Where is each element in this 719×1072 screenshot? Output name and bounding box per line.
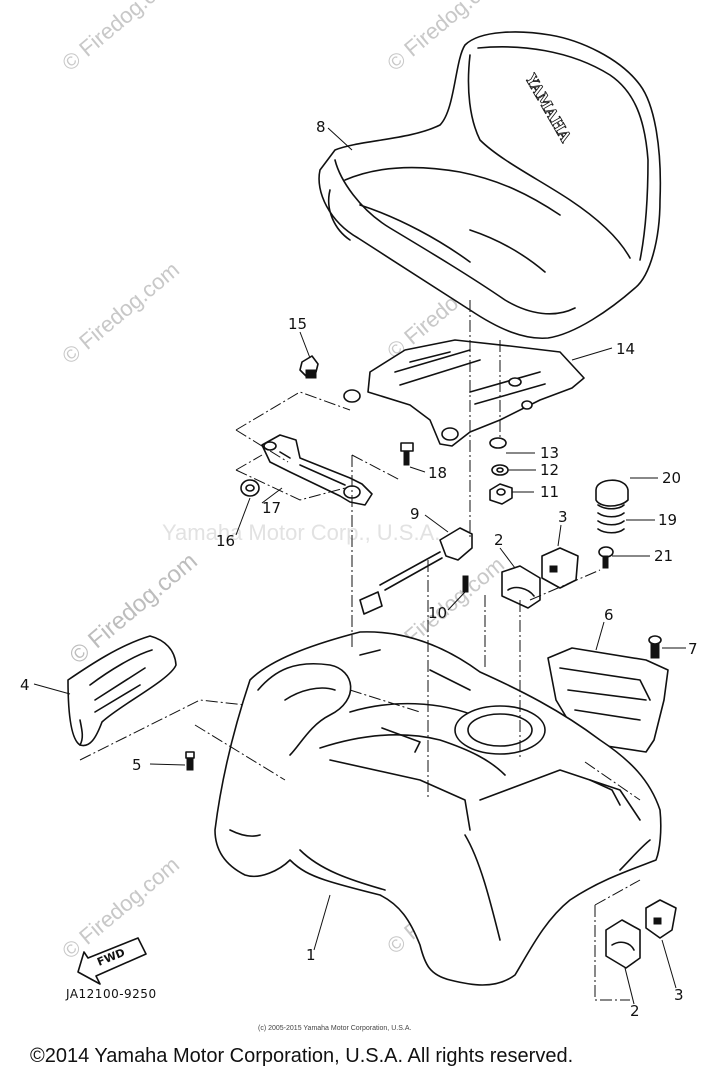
hinge-bracket [261, 434, 373, 506]
callout-20: 20 [662, 469, 681, 487]
callout-4: 4 [20, 676, 30, 694]
callout-5: 5 [132, 756, 142, 774]
assembly-lines [79, 300, 641, 1001]
callout-15: 15 [288, 315, 307, 333]
side-cover [67, 635, 177, 747]
callout-9: 9 [410, 505, 420, 523]
callout-16: 16 [216, 532, 235, 550]
callout-17: 17 [262, 499, 281, 517]
seat-bracket [343, 339, 585, 447]
callout-7: 7 [688, 640, 698, 658]
leader-lines [33, 127, 686, 1005]
callout-19: 19 [658, 511, 677, 529]
callout-1: 1 [306, 946, 316, 964]
callout-13: 13 [540, 444, 559, 462]
callout-14: 14 [616, 340, 635, 358]
hardware [185, 355, 662, 771]
callout-11: 11 [540, 483, 559, 501]
callout-3-upper: 3 [558, 508, 568, 526]
fwd-arrow: FWD [77, 937, 147, 985]
watermark-yamaha: Yamaha Motor Corp., U.S.A. [162, 520, 440, 545]
seat-latch [359, 527, 473, 615]
rear-fender [214, 631, 662, 986]
callout-2-lower: 2 [630, 1002, 640, 1020]
diagram-code: JA12100-9250 [65, 987, 157, 1001]
dampers-upper [501, 547, 579, 609]
callout-18: 18 [428, 464, 447, 482]
callout-2-upper: 2 [494, 531, 504, 549]
footer-copyright: ©2014 Yamaha Motor Corporation, U.S.A. A… [30, 1045, 573, 1067]
callout-3-lower: 3 [674, 986, 684, 1004]
callout-6: 6 [604, 606, 614, 624]
callout-21: 21 [654, 547, 673, 565]
callout-10: 10 [428, 604, 447, 622]
callout-numbers: 8 14 15 18 13 12 11 20 19 21 9 10 2 3 17… [20, 118, 698, 1020]
seat: YAMAHA [318, 31, 662, 340]
callout-12: 12 [540, 461, 559, 479]
watermark-firedog: © Firedog.com [57, 257, 184, 369]
callout-8: 8 [316, 118, 326, 136]
dampers-lower [605, 899, 677, 969]
watermark-firedog: © Firedog.com [57, 0, 184, 76]
small-copyright: (c) 2005-2015 Yamaha Motor Corporation, … [258, 1025, 411, 1032]
